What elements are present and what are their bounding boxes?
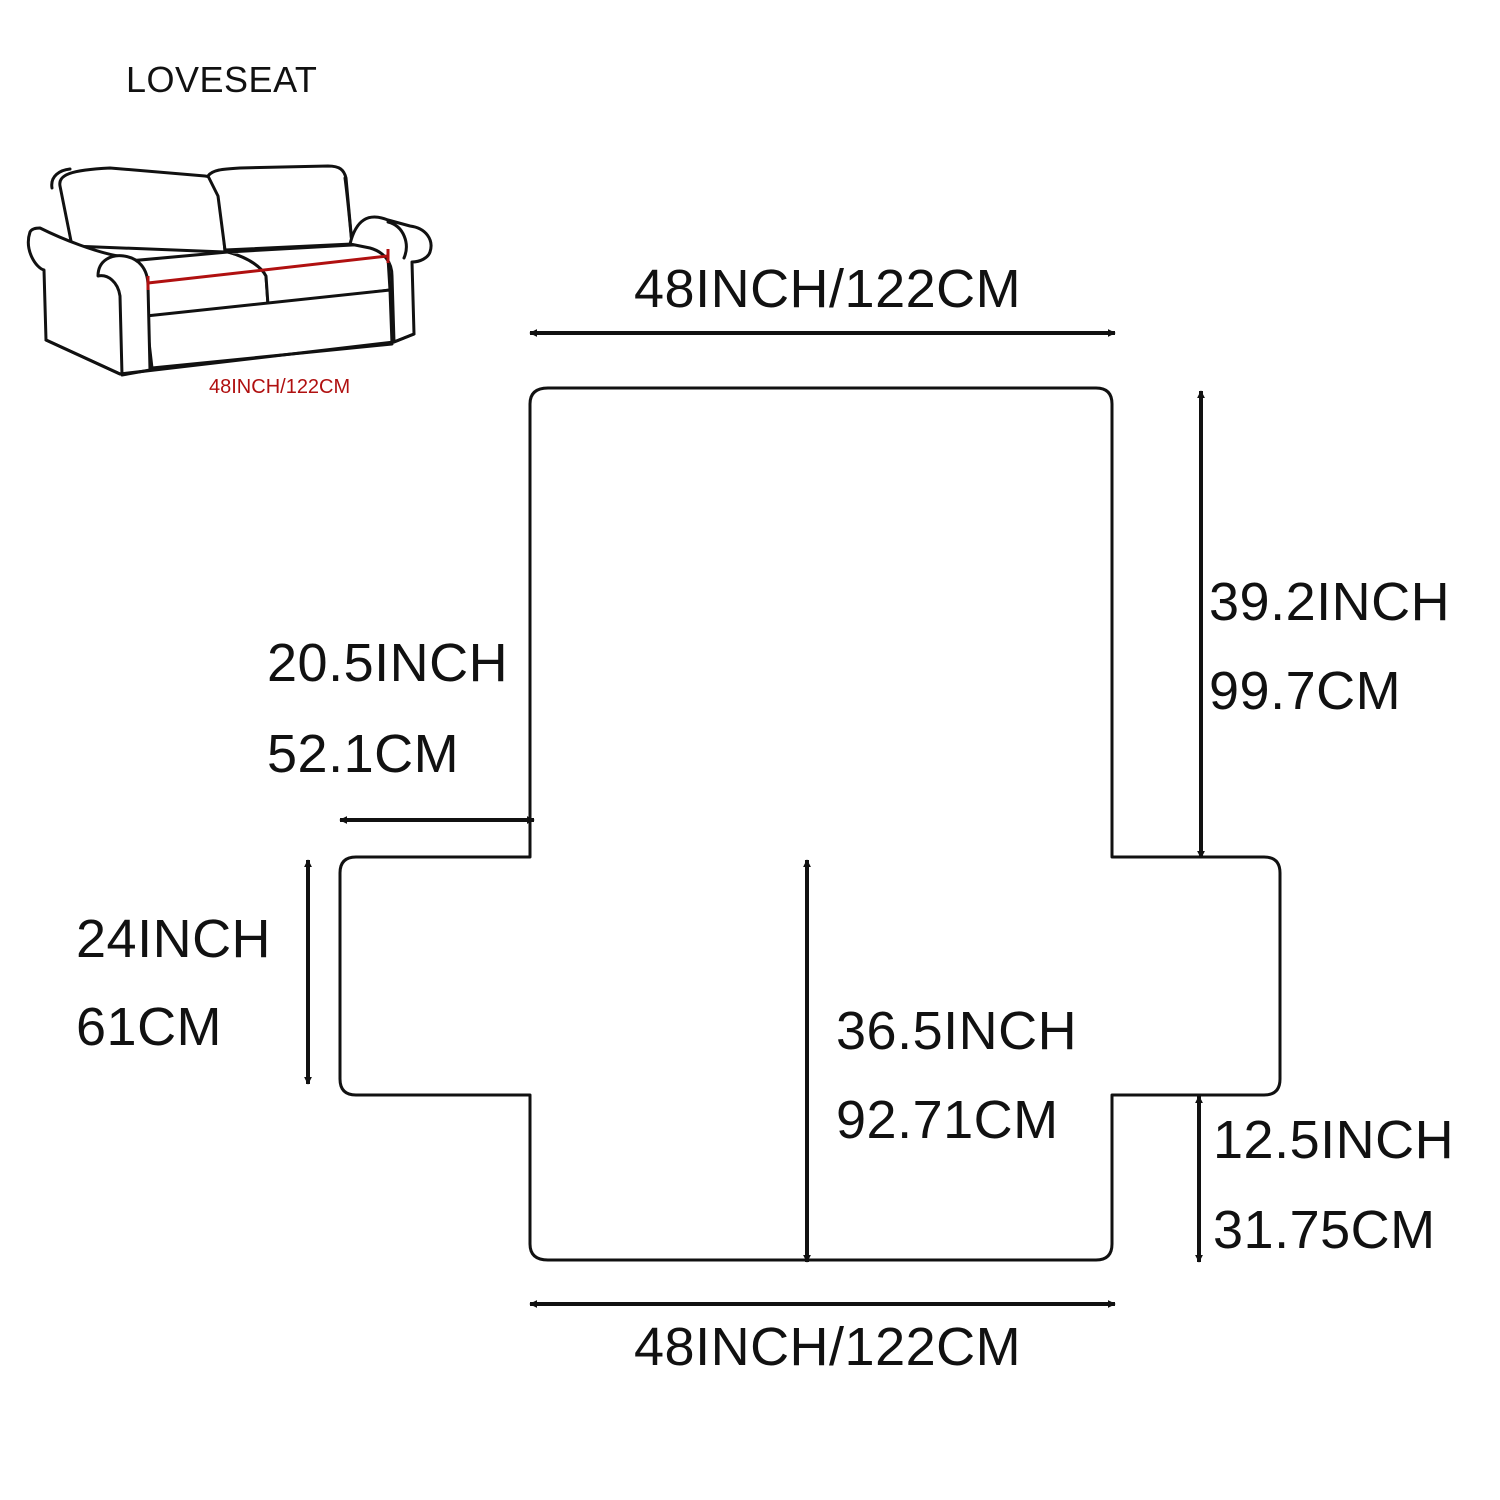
arm-height-cm-label: 61CM bbox=[76, 997, 223, 1057]
right-arm bbox=[348, 215, 433, 344]
cover-outline bbox=[338, 386, 1282, 1262]
arm-width-inch-label: 20.5INCH bbox=[267, 633, 509, 693]
sofa-width-measure bbox=[146, 249, 390, 290]
top-width-label: 48INCH/122CM bbox=[634, 259, 1022, 319]
sofa-skirt bbox=[44, 332, 416, 376]
right-arm-roll bbox=[386, 220, 408, 260]
product-type-label: LOVESEAT bbox=[126, 59, 318, 100]
bottom-width-label: 48INCH/122CM bbox=[634, 1317, 1022, 1377]
flap-height-cm-label: 31.75CM bbox=[1213, 1200, 1436, 1260]
seat-depth-inch-label: 36.5INCH bbox=[836, 1001, 1078, 1061]
left-arm-front bbox=[96, 254, 152, 377]
sofa-width-label: 48INCH/122CM bbox=[209, 376, 351, 398]
flap-height-inch-label: 12.5INCH bbox=[1213, 1110, 1455, 1170]
arm-width-cm-label: 52.1CM bbox=[267, 724, 460, 784]
back-height-inch-label: 39.2INCH bbox=[1209, 572, 1451, 632]
arm-height-inch-label: 24INCH bbox=[76, 909, 272, 969]
seat-depth-cm-label: 92.71CM bbox=[836, 1090, 1059, 1150]
back-height-cm-label: 99.7CM bbox=[1209, 661, 1402, 721]
